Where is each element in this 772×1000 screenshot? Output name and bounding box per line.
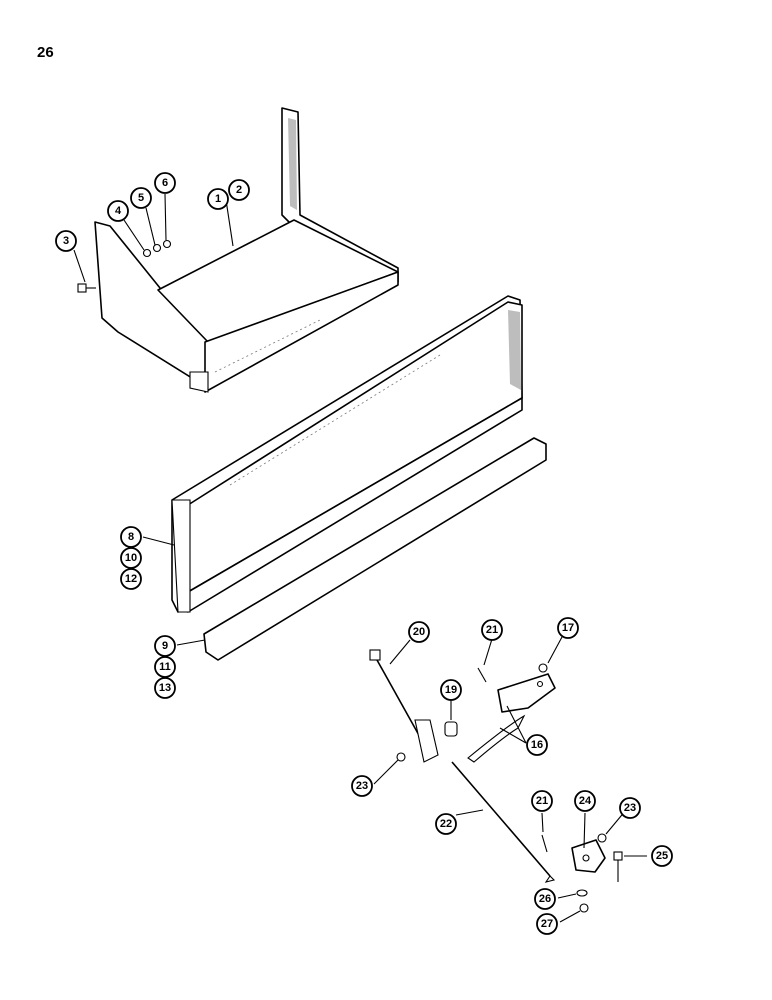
svg-text:21: 21 bbox=[536, 795, 548, 807]
callout-9: 9 bbox=[154, 635, 176, 657]
washer-part-23-left bbox=[396, 752, 406, 762]
callout-20: 20 bbox=[408, 621, 430, 643]
callout-4: 4 bbox=[107, 200, 129, 222]
bushing-part-19 bbox=[444, 721, 458, 737]
callout-23-right: 23 bbox=[619, 797, 641, 819]
nut-part-27 bbox=[579, 903, 589, 913]
svg-text:3: 3 bbox=[63, 235, 69, 247]
callout-1: 1 bbox=[207, 188, 229, 210]
svg-text:23: 23 bbox=[624, 802, 636, 814]
svg-text:6: 6 bbox=[162, 177, 168, 189]
callout-24: 24 bbox=[574, 790, 596, 812]
bracket-part-24 bbox=[571, 839, 606, 873]
bucket-frame-part bbox=[94, 107, 399, 393]
callout-23-left: 23 bbox=[351, 775, 373, 797]
leader-lines bbox=[73, 193, 647, 923]
svg-text:25: 25 bbox=[656, 850, 668, 862]
svg-text:12: 12 bbox=[125, 573, 137, 585]
washer-part-23-right bbox=[597, 833, 607, 843]
bolt-part-3 bbox=[77, 283, 96, 293]
callout-10: 10 bbox=[120, 547, 142, 569]
callout-3: 3 bbox=[55, 230, 77, 252]
front-blade-part bbox=[171, 295, 523, 613]
svg-text:10: 10 bbox=[125, 552, 137, 564]
callout-21-upper: 21 bbox=[481, 619, 503, 641]
link-rod-part-22 bbox=[451, 761, 556, 883]
nut-part-17 bbox=[538, 663, 548, 673]
callout-26: 26 bbox=[534, 888, 556, 910]
callout-19: 19 bbox=[440, 679, 462, 701]
callout-21-lower: 21 bbox=[531, 790, 553, 812]
svg-text:20: 20 bbox=[413, 626, 425, 638]
callout-12: 12 bbox=[120, 568, 142, 590]
callout-13: 13 bbox=[154, 677, 176, 699]
callout-11: 11 bbox=[154, 656, 176, 678]
washer-part-26 bbox=[576, 889, 588, 897]
svg-text:11: 11 bbox=[159, 661, 171, 673]
page-number: 26 bbox=[37, 44, 54, 61]
svg-text:17: 17 bbox=[562, 622, 574, 634]
hardware-parts-4-5-6 bbox=[142, 239, 172, 258]
svg-text:4: 4 bbox=[115, 205, 122, 217]
svg-text:19: 19 bbox=[445, 684, 457, 696]
callout-22: 22 bbox=[435, 813, 457, 835]
callout-27: 27 bbox=[536, 913, 558, 935]
bolt-part-25 bbox=[613, 851, 623, 882]
lever-rod-part-20 bbox=[369, 649, 439, 763]
svg-text:21: 21 bbox=[486, 624, 498, 636]
svg-text:22: 22 bbox=[440, 818, 452, 830]
callout-5: 5 bbox=[130, 187, 152, 209]
svg-text:13: 13 bbox=[159, 682, 171, 694]
callout-25: 25 bbox=[651, 845, 673, 867]
svg-text:27: 27 bbox=[541, 918, 553, 930]
callout-6: 6 bbox=[154, 172, 176, 194]
cutting-edge-part bbox=[203, 437, 547, 661]
pin-part-21-upper bbox=[477, 667, 487, 683]
callout-16: 16 bbox=[526, 734, 548, 756]
svg-text:9: 9 bbox=[162, 640, 168, 652]
svg-text:5: 5 bbox=[138, 192, 144, 204]
svg-text:8: 8 bbox=[128, 531, 134, 543]
svg-text:24: 24 bbox=[579, 795, 592, 807]
callout-17: 17 bbox=[557, 617, 579, 639]
svg-text:26: 26 bbox=[539, 893, 551, 905]
svg-text:1: 1 bbox=[215, 193, 221, 205]
svg-text:23: 23 bbox=[356, 780, 368, 792]
latch-bracket-part-16 bbox=[467, 673, 556, 763]
callout-2: 2 bbox=[228, 179, 250, 201]
svg-text:16: 16 bbox=[531, 739, 543, 751]
svg-text:2: 2 bbox=[236, 184, 242, 196]
pin-part-21-lower bbox=[541, 834, 548, 853]
callout-8: 8 bbox=[120, 526, 142, 548]
